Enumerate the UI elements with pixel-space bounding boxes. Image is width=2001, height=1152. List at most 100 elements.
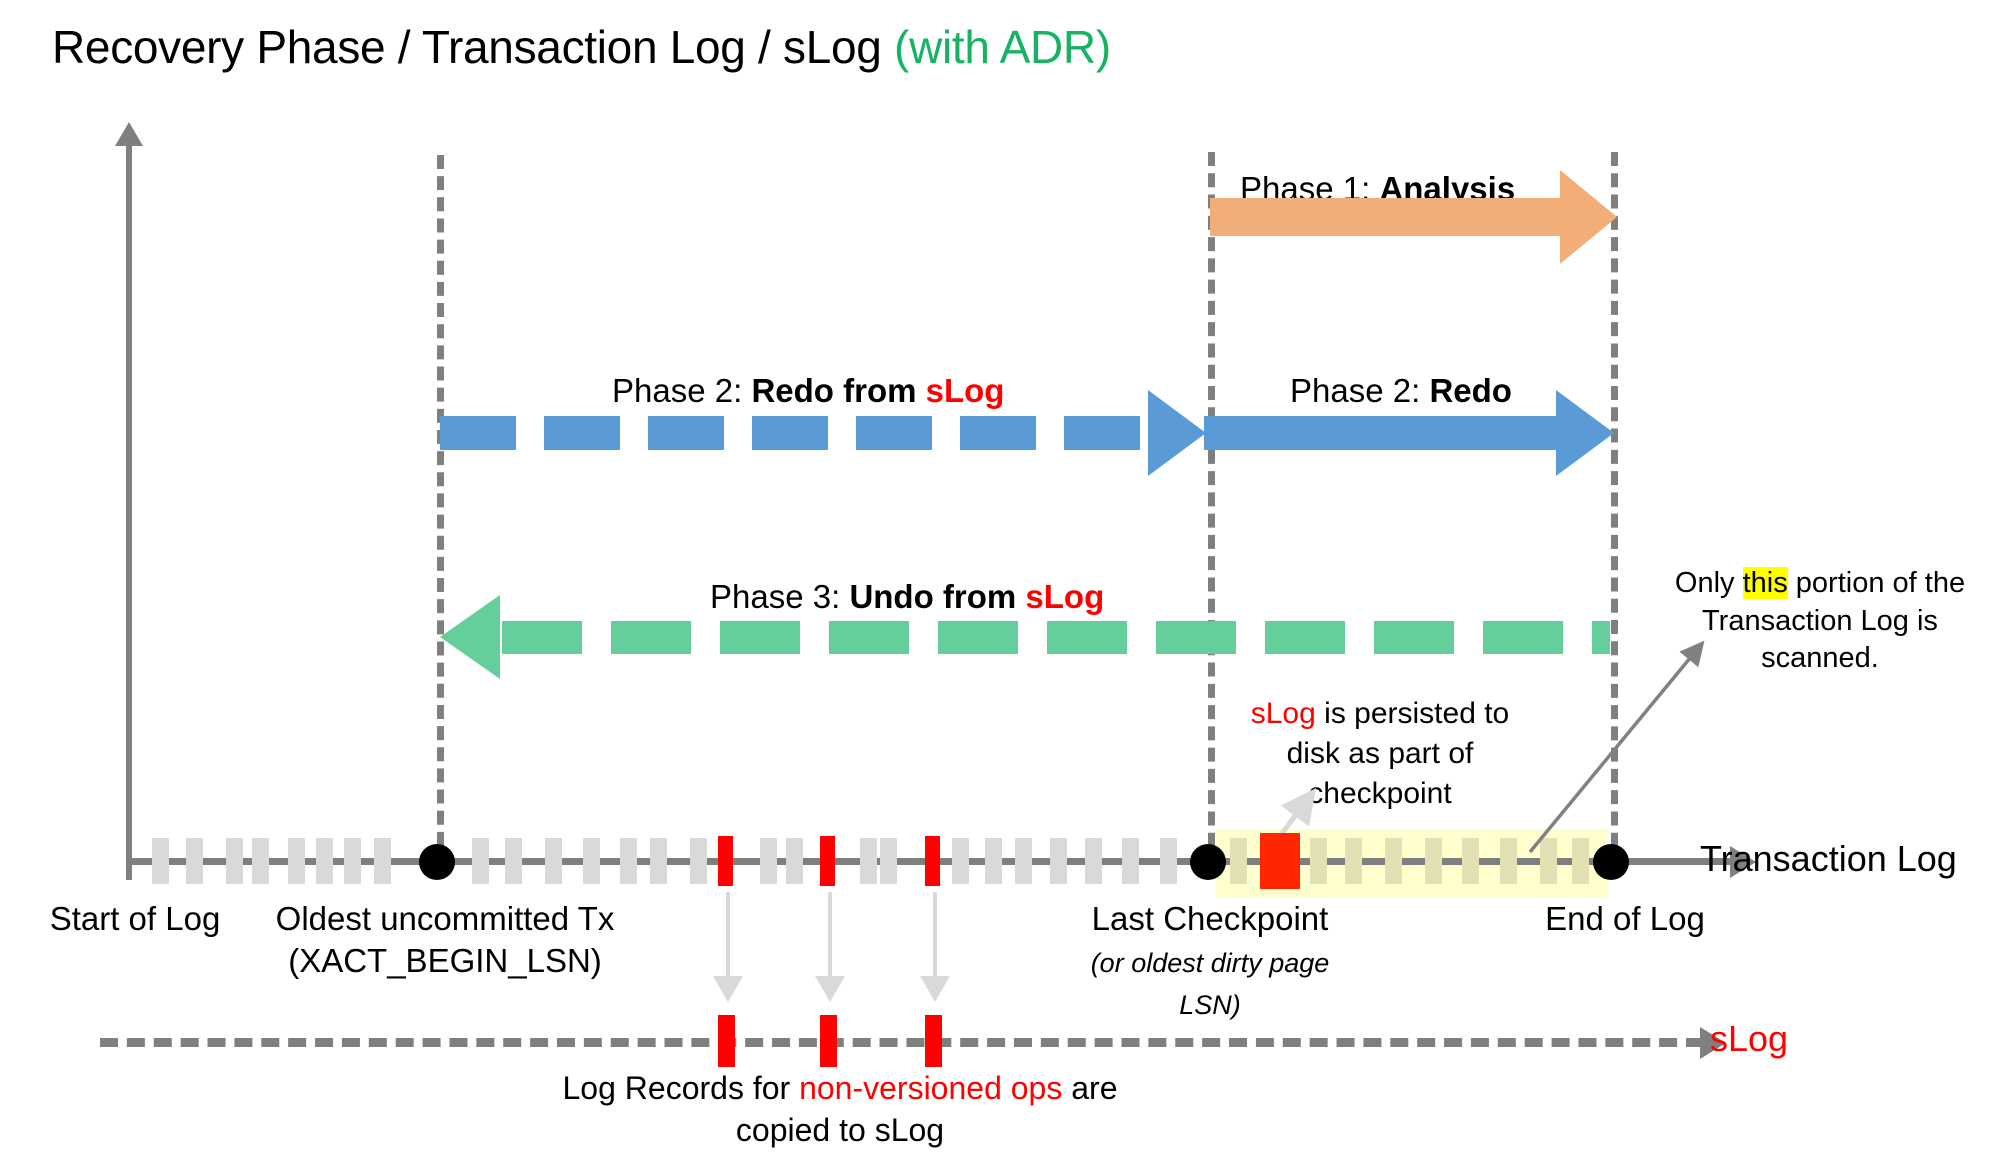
callout-copy-pre: Log Records for — [562, 1070, 800, 1106]
phase-2-redo-arrow-body — [1204, 416, 1559, 450]
log-record-tick — [1385, 838, 1402, 884]
vertical-axis-arrowhead-icon — [115, 122, 143, 146]
callout-scan-post: portion of the Transaction Log is scanne… — [1702, 567, 1966, 675]
callout-copy-post: are copied to sLog — [735, 1070, 1118, 1148]
slog-axis-line — [100, 1038, 1704, 1047]
label-end-of-log: End of Log — [1545, 900, 1705, 937]
phase-2-redo-from-slog-label: Phase 2: Redo from sLog — [612, 372, 1004, 410]
copy-arrowhead-icon — [713, 976, 743, 1002]
log-record-tick — [316, 838, 333, 884]
phase-2b-prefix: Phase 2: — [1290, 372, 1430, 409]
phase-3-arrowhead-icon — [440, 595, 500, 679]
log-record-tick — [583, 838, 600, 884]
phase-3-undo-from-slog-label: Phase 3: Undo from sLog — [710, 578, 1104, 616]
phase-3-arrow-body — [502, 621, 1610, 654]
label-last-checkpoint-sub: (or oldest dirty page LSN) — [1090, 948, 1330, 1021]
log-record-tick — [760, 838, 777, 884]
copy-arrow-shaft — [933, 892, 937, 978]
log-record-tick — [1462, 838, 1479, 884]
phase-2b-name: Redo — [1429, 372, 1512, 409]
log-record-tick — [620, 838, 637, 884]
label-last-checkpoint: Last Checkpoint (or oldest dirty page LSN… — [1060, 898, 1360, 1025]
log-record-tick-non-versioned — [820, 836, 835, 886]
log-record-tick — [505, 838, 522, 884]
log-record-tick — [880, 838, 897, 884]
log-record-tick — [1540, 838, 1557, 884]
slog-arrowhead-icon — [1700, 1027, 1726, 1059]
phase-2-redo-from-slog-arrowhead-icon — [1148, 390, 1206, 476]
log-record-slog-checkpoint-block — [1260, 833, 1300, 889]
slog-record-tick — [718, 1015, 735, 1067]
log-record-tick — [650, 838, 667, 884]
guide-line-last-checkpoint — [1208, 152, 1215, 868]
callout-scan-pre: Only — [1674, 567, 1743, 599]
transaction-log-axis-label: Transaction Log — [1700, 838, 1957, 879]
log-record-tick — [985, 838, 1002, 884]
slog-axis-label: sLog — [1710, 1018, 1789, 1059]
phase-3-accent: sLog — [1025, 578, 1105, 615]
callout-copy-accent: non-versioned ops — [799, 1070, 1063, 1106]
log-record-tick — [1310, 838, 1327, 884]
callout-slog-text: is persisted to disk as part of checkpoi… — [1286, 697, 1510, 810]
phase-3-name: Undo from — [849, 578, 1026, 615]
label-last-checkpoint-main: Last Checkpoint — [1091, 900, 1329, 937]
callout-scan-highlight: this — [1742, 567, 1788, 599]
guide-line-end-of-log — [1611, 152, 1618, 868]
copy-arrowhead-icon — [815, 976, 845, 1002]
callout-scanned-portion: Only this portion of the Transaction Log… — [1645, 565, 1995, 678]
log-record-tick — [1425, 838, 1442, 884]
log-record-tick — [152, 838, 169, 884]
log-record-tick — [1572, 838, 1589, 884]
phase-2a-name: Redo from — [751, 372, 926, 409]
phase-2-redo-arrowhead-icon — [1556, 390, 1614, 476]
log-record-tick-non-versioned — [718, 836, 733, 886]
log-record-tick — [226, 838, 243, 884]
log-record-tick — [860, 838, 877, 884]
log-record-tick — [1160, 838, 1177, 884]
label-oldest-uncommitted-tx: Oldest uncommitted Tx (XACT_BEGIN_LSN) — [255, 898, 635, 982]
slog-record-tick — [925, 1015, 942, 1067]
log-record-tick — [1050, 838, 1067, 884]
log-record-tick — [252, 838, 269, 884]
marker-dot-last-checkpoint — [1190, 844, 1226, 880]
copy-arrow-shaft — [828, 892, 832, 978]
phase-1-arrow-body — [1210, 198, 1565, 236]
label-oldest-uncommitted-tx-sub: (XACT_BEGIN_LSN) — [288, 942, 602, 980]
log-record-tick — [786, 838, 803, 884]
callout-slog-accent: sLog — [1250, 697, 1316, 730]
log-record-tick-non-versioned — [925, 836, 940, 886]
log-record-tick — [1122, 838, 1139, 884]
label-start-of-log: Start of Log — [49, 900, 221, 937]
copy-arrow-shaft — [726, 892, 730, 978]
log-record-tick — [1230, 838, 1247, 884]
log-record-tick — [952, 838, 969, 884]
log-record-tick — [1085, 838, 1102, 884]
log-record-tick — [472, 838, 489, 884]
phase-2-redo-label: Phase 2: Redo — [1290, 372, 1512, 410]
log-record-tick — [288, 838, 305, 884]
log-record-tick — [545, 838, 562, 884]
phase-2a-prefix: Phase 2: — [612, 372, 752, 409]
phase-3-prefix: Phase 3: — [710, 578, 850, 615]
page-title-main: Recovery Phase / Transaction Log / sLog — [52, 21, 895, 73]
slog-record-tick — [820, 1015, 837, 1067]
page-title: Recovery Phase / Transaction Log / sLog … — [52, 20, 1111, 74]
log-record-tick — [374, 838, 391, 884]
callout-copied-to-slog: Log Records for non-versioned ops are co… — [520, 1068, 1160, 1151]
log-record-tick — [344, 838, 361, 884]
marker-dot-oldest-uncommitted-tx — [419, 844, 455, 880]
phase-2-redo-from-slog-arrow-body — [440, 416, 1150, 450]
log-record-tick — [1015, 838, 1032, 884]
copy-arrowhead-icon — [920, 976, 950, 1002]
log-record-tick — [1500, 838, 1517, 884]
label-oldest-uncommitted-tx-main: Oldest uncommitted Tx — [275, 900, 615, 937]
log-record-tick — [690, 838, 707, 884]
transaction-log-arrowhead-icon — [1730, 846, 1756, 878]
page-title-adr-suffix: (with ADR) — [894, 21, 1111, 73]
guide-line-oldest-uncommitted-tx — [437, 155, 444, 867]
vertical-axis-line — [126, 140, 132, 880]
phase-1-arrowhead-icon — [1560, 170, 1617, 264]
log-record-tick — [186, 838, 203, 884]
callout-slog-persisted: sLog is persisted to disk as part of che… — [1240, 694, 1520, 814]
marker-dot-end-of-log — [1593, 844, 1629, 880]
